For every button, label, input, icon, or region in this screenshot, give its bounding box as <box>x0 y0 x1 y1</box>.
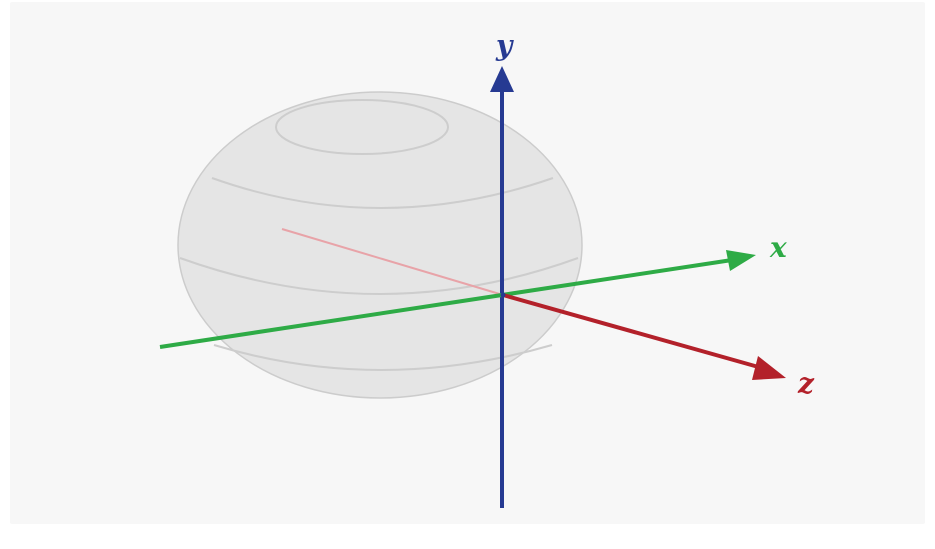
latitude-line-3 <box>213 344 553 371</box>
x-axis-label: x <box>769 231 787 264</box>
latitude-line-2 <box>179 257 579 295</box>
ellipsoid <box>177 91 583 399</box>
x-axis-line <box>159 258 733 349</box>
origin-point <box>500 292 506 298</box>
x-axis: x <box>159 231 787 349</box>
latitude-line-1 <box>211 177 554 209</box>
y-axis-label: y <box>495 29 514 62</box>
z-axis: z <box>502 293 815 400</box>
y-axis: y <box>490 29 514 508</box>
z-axis-label: z <box>797 367 815 400</box>
y-axis-arrowhead <box>490 66 514 92</box>
z-axis-hidden-segment <box>281 228 504 296</box>
ellipsoid-body <box>177 91 583 399</box>
x-axis-arrowhead <box>726 250 756 271</box>
ellipsoid-top-cap <box>275 99 449 155</box>
z-axis-arrowhead <box>752 356 786 380</box>
z-axis-line <box>502 293 763 370</box>
